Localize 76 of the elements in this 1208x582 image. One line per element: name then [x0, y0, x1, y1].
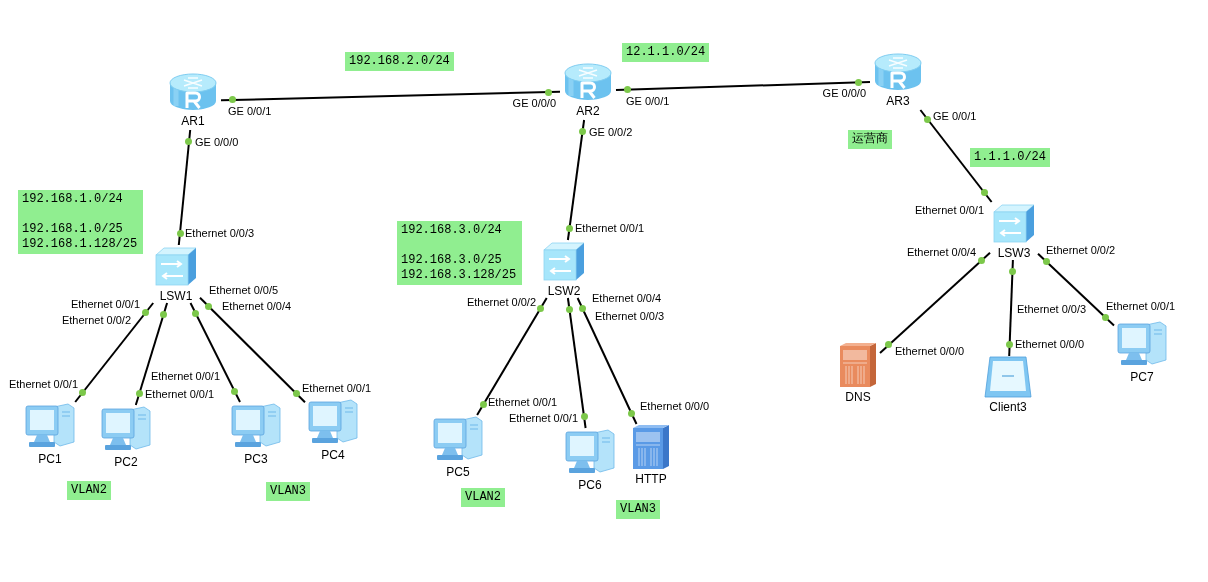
highlight-note: [461, 488, 505, 507]
note-text: 12.1.1.0/24: [626, 45, 706, 60]
device-name: DNS: [845, 390, 871, 404]
port-label: Ethernet 0/0/2: [61, 314, 131, 326]
network-link: [879, 251, 991, 354]
port-label: GE 0/0/1: [933, 110, 977, 122]
device-name: PC7: [1130, 370, 1154, 384]
port-label: Ethernet 0/0/1: [914, 204, 984, 216]
port-label: Ethernet 0/0/1: [575, 222, 645, 234]
port-label: Ethernet 0/0/4: [906, 246, 976, 258]
port-label: Ethernet 0/0/0: [640, 400, 710, 412]
highlight-note: [397, 221, 522, 285]
highlight-note: [67, 481, 111, 500]
highlight-note: [622, 43, 710, 62]
network-link: [177, 129, 192, 246]
network-link: [1037, 252, 1115, 327]
port-label: Ethernet 0/0/1: [150, 370, 220, 382]
highlight-note: [18, 190, 143, 254]
device-name: PC6: [578, 478, 602, 492]
note-text: 1.1.1.0/24: [974, 150, 1046, 165]
port-label: Ethernet 0/0/1: [488, 396, 558, 408]
highlight-note: [345, 52, 454, 71]
note-text: VLAN3: [270, 484, 306, 499]
highlight-note: [970, 148, 1050, 167]
device-name: PC5: [446, 465, 470, 479]
port-label: Ethernet 0/0/2: [1046, 244, 1116, 256]
device-name: AR3: [886, 94, 910, 108]
port-label: GE 0/0/2: [589, 126, 633, 138]
network-link: [74, 302, 155, 403]
device-name: AR2: [576, 104, 600, 118]
port-label: Ethernet 0/0/4: [222, 300, 292, 312]
device-name: PC4: [321, 448, 345, 462]
network-link: [576, 297, 638, 425]
network-link: [476, 297, 548, 416]
port-label: Ethernet 0/0/0: [1015, 338, 1085, 350]
port-label: Ethernet 0/0/4: [592, 292, 662, 304]
network-link: [199, 296, 306, 404]
note-text: VLAN2: [71, 483, 107, 498]
device-name: PC3: [244, 452, 268, 466]
note-text: 192.168.3.0/25 192.168.3.128/25: [401, 253, 518, 283]
port-label: Ethernet 0/0/0: [895, 345, 965, 357]
device-name: AR1: [181, 114, 205, 128]
device-name: HTTP: [635, 472, 667, 486]
device-name: PC2: [114, 455, 138, 469]
network-link: [189, 302, 241, 403]
device-name: LSW1: [159, 289, 193, 303]
network-link: [220, 90, 561, 102]
port-label: Ethernet 0/0/3: [595, 310, 665, 322]
network-link: [566, 297, 587, 429]
device-name: PC1: [38, 452, 62, 466]
device-name: LSW2: [547, 284, 581, 298]
port-label: Ethernet 0/0/3: [185, 227, 255, 239]
note-text: 192.168.1.0/25 192.168.1.128/25: [22, 222, 139, 252]
network-link: [1008, 259, 1014, 357]
device-name: Client3: [989, 400, 1027, 414]
note-text: VLAN3: [620, 502, 656, 517]
port-label: GE 0/0/0: [195, 136, 239, 148]
note-text: VLAN2: [465, 490, 501, 505]
port-label: Ethernet 0/0/2: [466, 296, 536, 308]
port-label: Ethernet 0/0/1: [8, 378, 78, 390]
network-link: [615, 80, 871, 92]
device-name: LSW3: [997, 246, 1031, 260]
highlight-note: [848, 130, 892, 149]
highlight-note: [266, 482, 310, 501]
note-text: 192.168.1.0/24: [22, 192, 124, 207]
network-link: [566, 119, 586, 241]
port-label: Ethernet 0/0/1: [145, 388, 215, 400]
note-text: 192.168.2.0/24: [349, 54, 450, 69]
port-label: GE 0/0/1: [626, 95, 670, 107]
port-label: Ethernet 0/0/5: [209, 284, 279, 296]
note-text: 192.168.3.0/24: [401, 223, 503, 238]
network-link: [134, 302, 169, 406]
port-label: Ethernet 0/0/1: [70, 298, 140, 310]
highlight-note: [616, 500, 660, 519]
port-label: Ethernet 0/0/3: [1017, 303, 1087, 315]
note-text: 运营商: [852, 132, 888, 147]
